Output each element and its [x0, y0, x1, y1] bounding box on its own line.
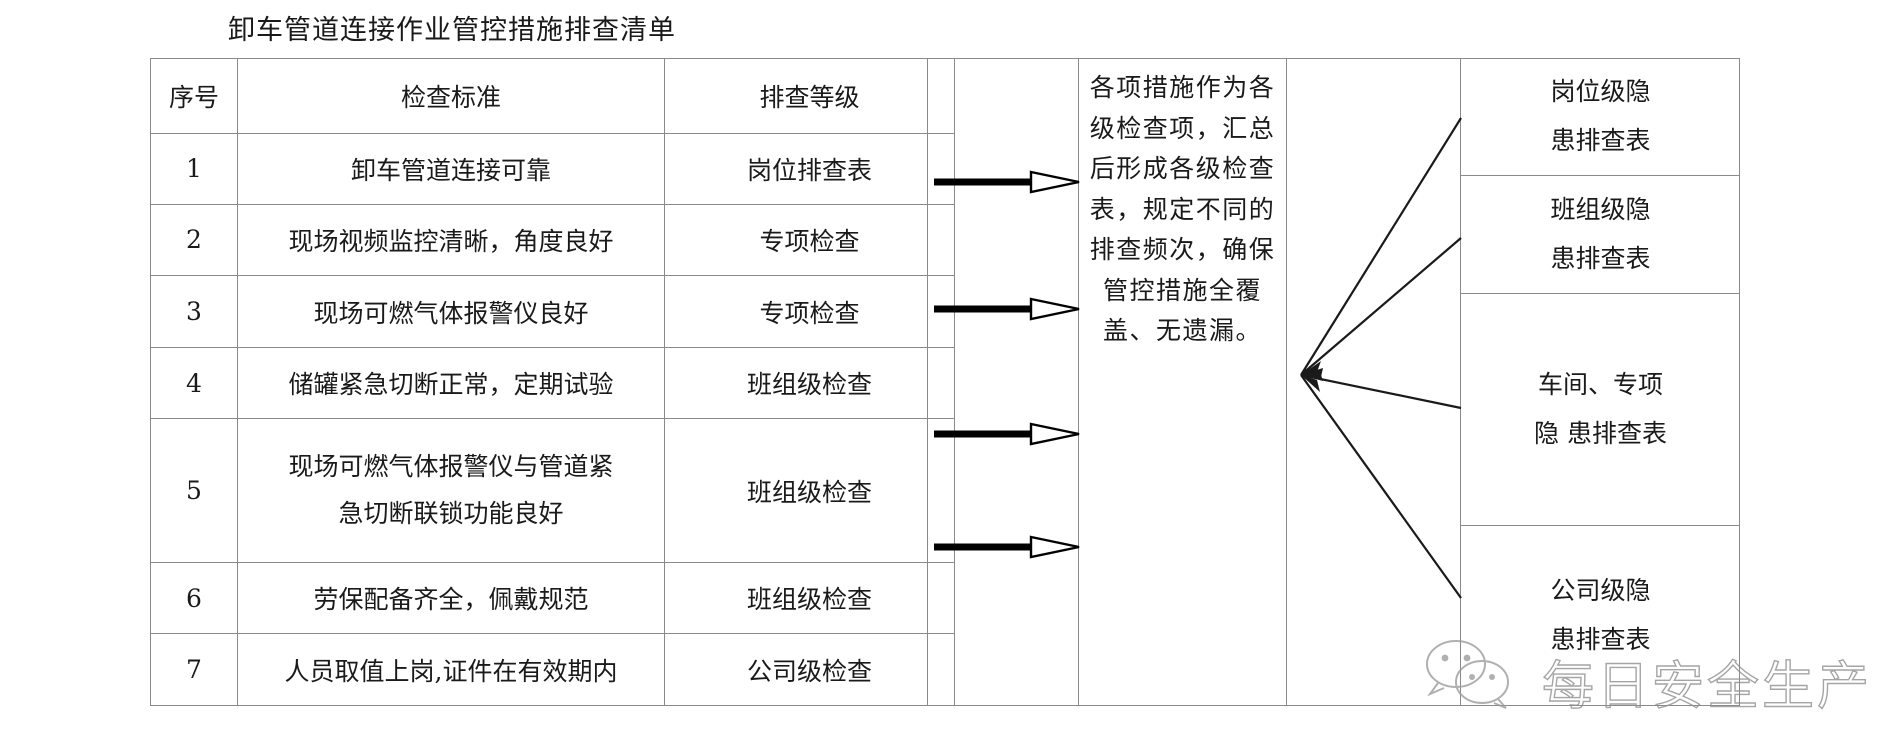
row-standard: 劳保配备齐全，佩戴规范: [237, 561, 665, 635]
row-standard-line2: 急切断联锁功能良好: [338, 498, 564, 528]
flow-arrow-2: [928, 295, 1080, 323]
page-title: 卸车管道连接作业管控措施排查清单: [228, 15, 676, 46]
table-row: 2 现场视频监控清晰，角度良好 专项检查: [150, 203, 955, 277]
row-no: 7: [150, 633, 238, 706]
output-box-company-level: 公司级隐 患排查表: [1461, 526, 1740, 706]
output-line-2: 患排查表: [1550, 625, 1651, 654]
output-line-1: 岗位级隐: [1550, 76, 1651, 106]
output-line-2: 患排查表: [1550, 125, 1651, 155]
row-level: 班组级检查: [664, 346, 955, 420]
row-no: 5: [150, 418, 238, 563]
output-box-column: 岗位级隐 患排查表 班组级隐 患排查表 车间、专项 隐 患排查表 公司级隐 患排…: [1461, 58, 1740, 706]
row-standard: 卸车管道连接可靠: [237, 133, 665, 205]
table-row: 6 劳保配备齐全，佩戴规范 班组级检查: [150, 561, 955, 635]
checklist-table: 序号 检查标准 排查等级 1 卸车管道连接可靠 岗位排查表 2 现场视频监控清晰…: [150, 57, 955, 706]
flow-arrow-4: [928, 533, 1080, 561]
row-level: 班组级检查: [664, 418, 955, 563]
row-no: 4: [150, 346, 238, 420]
row-level: 岗位排查表: [664, 133, 955, 205]
output-box-position-level: 岗位级隐 患排查表: [1461, 58, 1740, 176]
row-no: 3: [150, 275, 238, 348]
row-standard: 储罐紧急切断正常，定期试验: [237, 346, 665, 420]
row-level: 公司级检查: [664, 633, 955, 706]
table-row: 5 现场可燃气体报警仪与管道紧 急切断联锁功能良好 班组级检查: [150, 418, 955, 563]
output-line-2: 患排查表: [1550, 243, 1651, 273]
flow-arrow-1: [928, 168, 1080, 196]
table-row: 3 现场可燃气体报警仪良好 专项检查: [150, 275, 955, 348]
flow-arrow-column: [927, 58, 1080, 706]
row-standard-line1: 现场可燃气体报警仪与管道紧: [288, 452, 614, 482]
column-header-level: 排查等级: [664, 57, 955, 135]
row-level: 专项检查: [664, 275, 955, 348]
row-standard: 现场视频监控清晰，角度良好: [237, 203, 665, 277]
row-standard: 人员取值上岗,证件在有效期内: [237, 633, 665, 706]
output-line-1: 车间、专项: [1537, 369, 1663, 399]
row-no: 6: [150, 561, 238, 635]
output-line-2: 隐 患排查表: [1534, 418, 1667, 448]
row-level: 专项检查: [664, 203, 955, 277]
output-box-workshop-special: 车间、专项 隐 患排查表: [1461, 294, 1740, 526]
table-header-row: 序号 检查标准 排查等级: [150, 57, 955, 135]
row-standard: 现场可燃气体报警仪良好: [237, 275, 665, 348]
flow-arrow-3: [928, 420, 1080, 448]
row-no: 1: [150, 133, 238, 205]
output-line-1: 公司级隐: [1550, 576, 1651, 606]
summary-text: 各项措施作为各级检查项，汇总后形成各级检查表，规定不同的排查频次，确保管控措施全…: [1089, 73, 1276, 345]
row-no: 2: [150, 203, 238, 277]
table-row: 1 卸车管道连接可靠 岗位排查表: [150, 133, 955, 205]
row-level: 班组级检查: [664, 561, 955, 635]
column-header-no: 序号: [150, 57, 238, 135]
summary-block: 各项措施作为各级检查项，汇总后形成各级检查表，规定不同的排查频次，确保管控措施全…: [1079, 58, 1287, 706]
row-standard: 现场可燃气体报警仪与管道紧 急切断联锁功能良好: [237, 418, 665, 563]
table-row: 7 人员取值上岗,证件在有效期内 公司级检查: [150, 633, 955, 706]
table-row: 4 储罐紧急切断正常，定期试验 班组级检查: [150, 346, 955, 420]
converge-column: [1287, 58, 1461, 706]
column-header-standard: 检查标准: [237, 57, 665, 135]
output-line-1: 班组级隐: [1550, 194, 1651, 224]
output-box-team-level: 班组级隐 患排查表: [1461, 176, 1740, 294]
